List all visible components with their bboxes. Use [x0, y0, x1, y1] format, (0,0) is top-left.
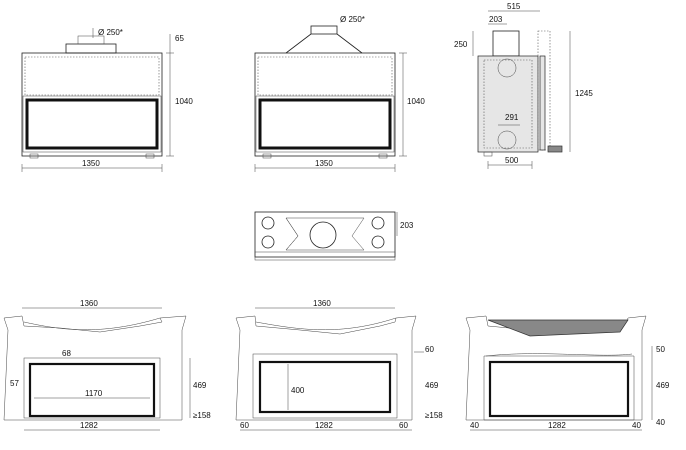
duct-diameter-label: Ø 250* — [98, 28, 123, 37]
width-291-label: 291 — [505, 113, 519, 122]
front-view-straight-duct: Ø 250* 65 1040 1350 — [21, 28, 193, 172]
install-view-left: 1360 68 57 1170 469 ≥158 1282 — [3, 299, 211, 431]
offset-68-label: 68 — [62, 349, 71, 358]
install-view-right: 50 469 40 40 1282 40 — [465, 315, 670, 431]
offset-40-left-label: 40 — [470, 421, 479, 430]
width-515-label: 515 — [507, 2, 521, 11]
width-1350-label: 1350 — [82, 159, 100, 168]
install-view-center: 1360 400 60 469 ≥158 60 1282 60 — [235, 299, 443, 431]
height-469-label: 469 — [425, 381, 439, 390]
offset-57-label: 57 — [10, 379, 19, 388]
offset-60-label: 60 — [425, 345, 434, 354]
width-1170-label: 1170 — [85, 389, 103, 398]
duct-diameter-label: Ø 250* — [340, 15, 365, 24]
height-65-label: 65 — [175, 34, 184, 43]
height-1040-label: 1040 — [407, 97, 425, 106]
height-469-label: 469 — [656, 381, 670, 390]
height-1040-label: 1040 — [175, 97, 193, 106]
width-1360-label: 1360 — [80, 299, 98, 308]
side-view: 515 203 250 1245 291 500 — [454, 2, 593, 169]
height-1245-label: 1245 — [575, 89, 593, 98]
offset-60-left-label: 60 — [240, 421, 249, 430]
width-1360-label: 1360 — [313, 299, 331, 308]
width-500-label: 500 — [505, 156, 519, 165]
height-50-label: 50 — [656, 345, 665, 354]
offset-60-right-label: 60 — [399, 421, 408, 430]
height-250-label: 250 — [454, 40, 468, 49]
height-203-label: 203 — [400, 221, 414, 230]
height-469-label: 469 — [193, 381, 207, 390]
height-40-label: 40 — [656, 418, 665, 427]
width-1282-label: 1282 — [315, 421, 333, 430]
width-1282-label: 1282 — [80, 421, 98, 430]
width-203-label: 203 — [489, 15, 503, 24]
height-min-158-label: ≥158 — [425, 411, 443, 420]
offset-40-right-label: 40 — [632, 421, 641, 430]
height-min-158-label: ≥158 — [193, 411, 211, 420]
width-1282-label: 1282 — [548, 421, 566, 430]
top-view: 203 — [254, 211, 414, 261]
height-400-label: 400 — [291, 386, 305, 395]
width-1350-label: 1350 — [315, 159, 333, 168]
front-view-hood-duct: Ø 250* 1040 1350 — [254, 15, 425, 172]
